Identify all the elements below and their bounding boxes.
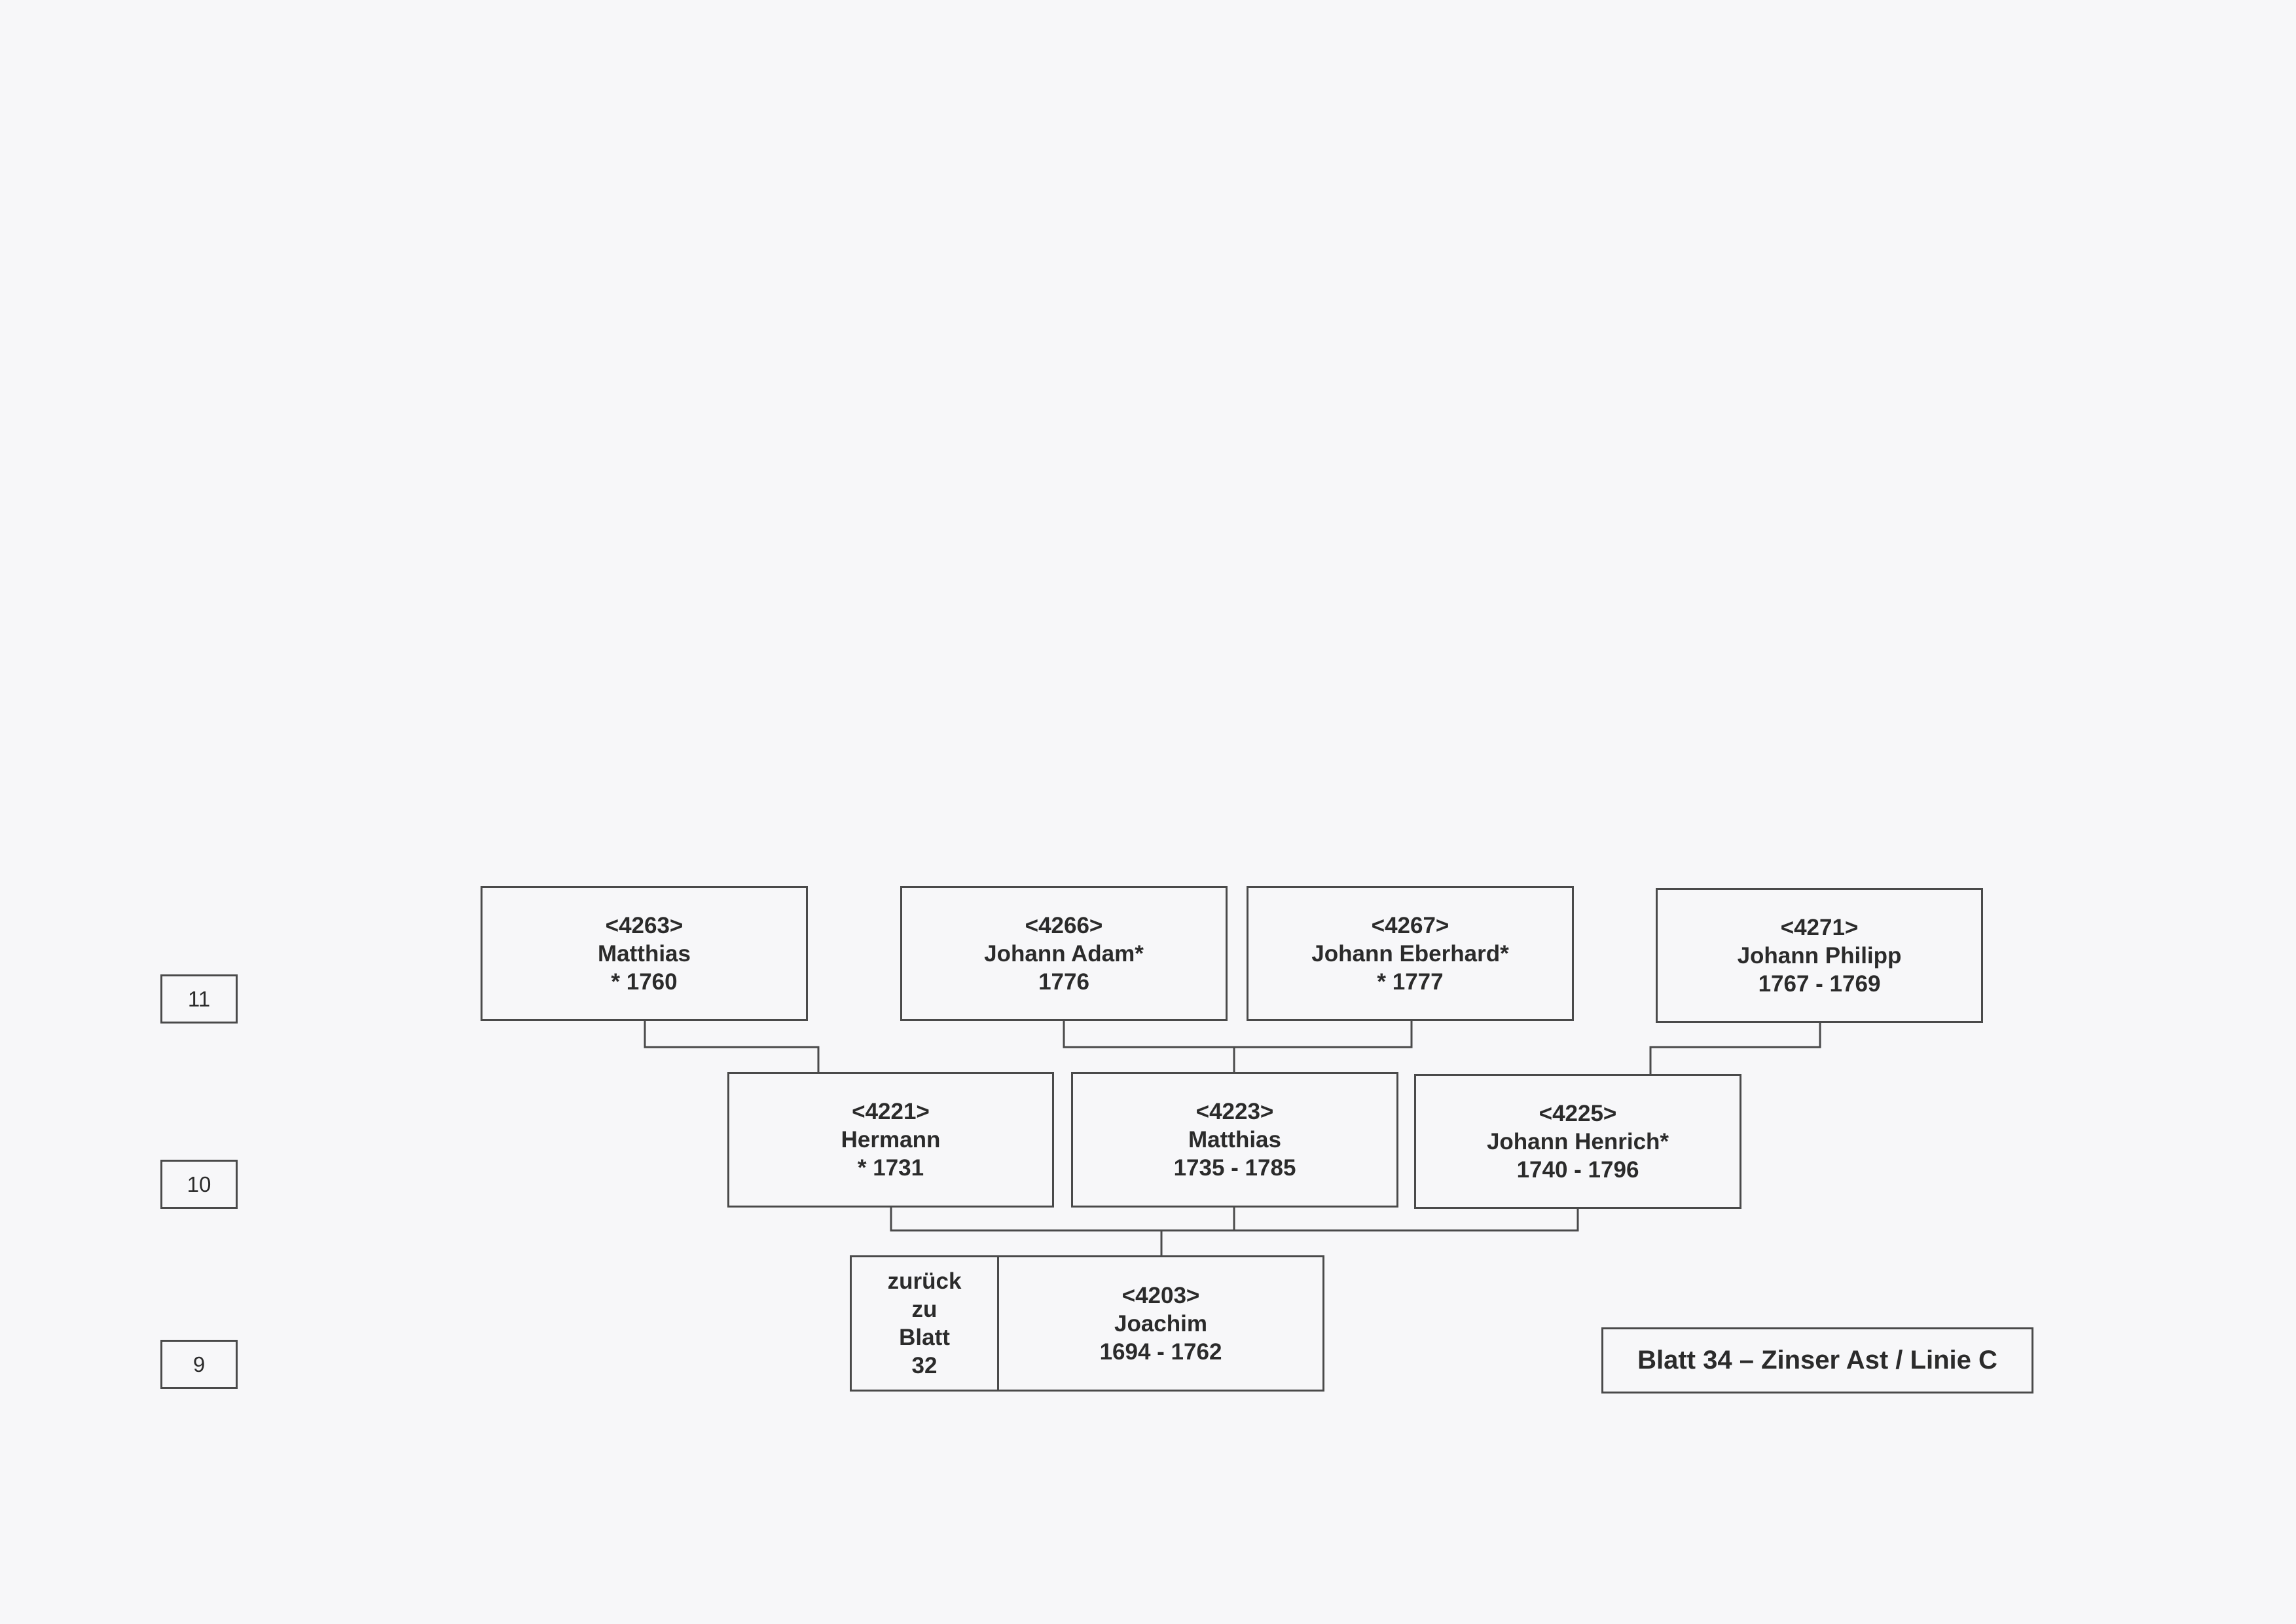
person-dates: * 1760 [611, 969, 678, 995]
person-id: <4263> [605, 912, 683, 938]
back-link-line: zu [911, 1297, 938, 1322]
person-box-4225: <4225> Johann Henrich* 1740 - 1796 [1414, 1074, 1741, 1209]
person-dates: 1735 - 1785 [1173, 1155, 1296, 1181]
person-id: <4223> [1195, 1099, 1274, 1124]
person-dates: 1776 [1038, 969, 1089, 995]
person-id: <4267> [1371, 912, 1449, 938]
person-id: <4203> [1121, 1282, 1200, 1308]
person-id: <4225> [1539, 1100, 1617, 1126]
person-dates: 1767 - 1769 [1758, 970, 1881, 997]
person-name: Johann Philipp [1737, 942, 1902, 969]
person-id: <4221> [852, 1099, 930, 1124]
person-dates: 1694 - 1762 [1099, 1338, 1222, 1365]
person-dates: 1740 - 1796 [1516, 1156, 1639, 1183]
generation-number: 11 [187, 986, 211, 1011]
back-to-sheet-32-link[interactable]: zurück zu Blatt 32 [850, 1255, 999, 1392]
generation-marker-9: 9 [160, 1340, 238, 1389]
back-link-line: Blatt [899, 1325, 950, 1350]
generation-marker-11: 11 [160, 974, 238, 1024]
generation-marker-10: 10 [160, 1160, 238, 1209]
person-box-4263: <4263> Matthias * 1760 [481, 886, 808, 1021]
person-name: Hermann [841, 1127, 941, 1153]
person-box-4271: <4271> Johann Philipp 1767 - 1769 [1656, 888, 1983, 1023]
sheet-title-text: Blatt 34 – Zinser Ast / Linie C [1637, 1346, 1997, 1375]
connector-4271-4225 [1649, 1022, 1821, 1074]
connector-4263-4221 [644, 1020, 820, 1072]
person-box-4203: <4203> Joachim 1694 - 1762 [997, 1255, 1324, 1392]
person-name: Johann Adam* [984, 940, 1144, 967]
person-box-4266: <4266> Johann Adam* 1776 [900, 886, 1228, 1021]
person-name: Johann Eberhard* [1311, 940, 1509, 967]
person-dates: * 1777 [1377, 969, 1444, 995]
connector-4266-4223 [1063, 1020, 1413, 1048]
person-box-4223: <4223> Matthias 1735 - 1785 [1071, 1072, 1398, 1208]
person-name: Johann Henrich* [1486, 1128, 1669, 1154]
person-box-4267: <4267> Johann Eberhard* * 1777 [1247, 886, 1574, 1021]
connector-gen10-4203 [890, 1208, 1579, 1232]
person-dates: * 1731 [857, 1155, 924, 1181]
person-id: <4266> [1025, 912, 1103, 938]
sheet-title: Blatt 34 – Zinser Ast / Linie C [1601, 1327, 2033, 1393]
person-name: Matthias [598, 940, 691, 967]
person-box-4221: <4221> Hermann * 1731 [727, 1072, 1054, 1208]
person-name: Matthias [1188, 1127, 1281, 1153]
generation-number: 9 [192, 1352, 206, 1376]
back-link-line: zurück [887, 1268, 962, 1294]
back-link-line: 32 [911, 1353, 938, 1378]
generation-number: 10 [187, 1172, 211, 1196]
person-name: Joachim [1114, 1310, 1207, 1337]
person-id: <4271> [1780, 914, 1859, 940]
